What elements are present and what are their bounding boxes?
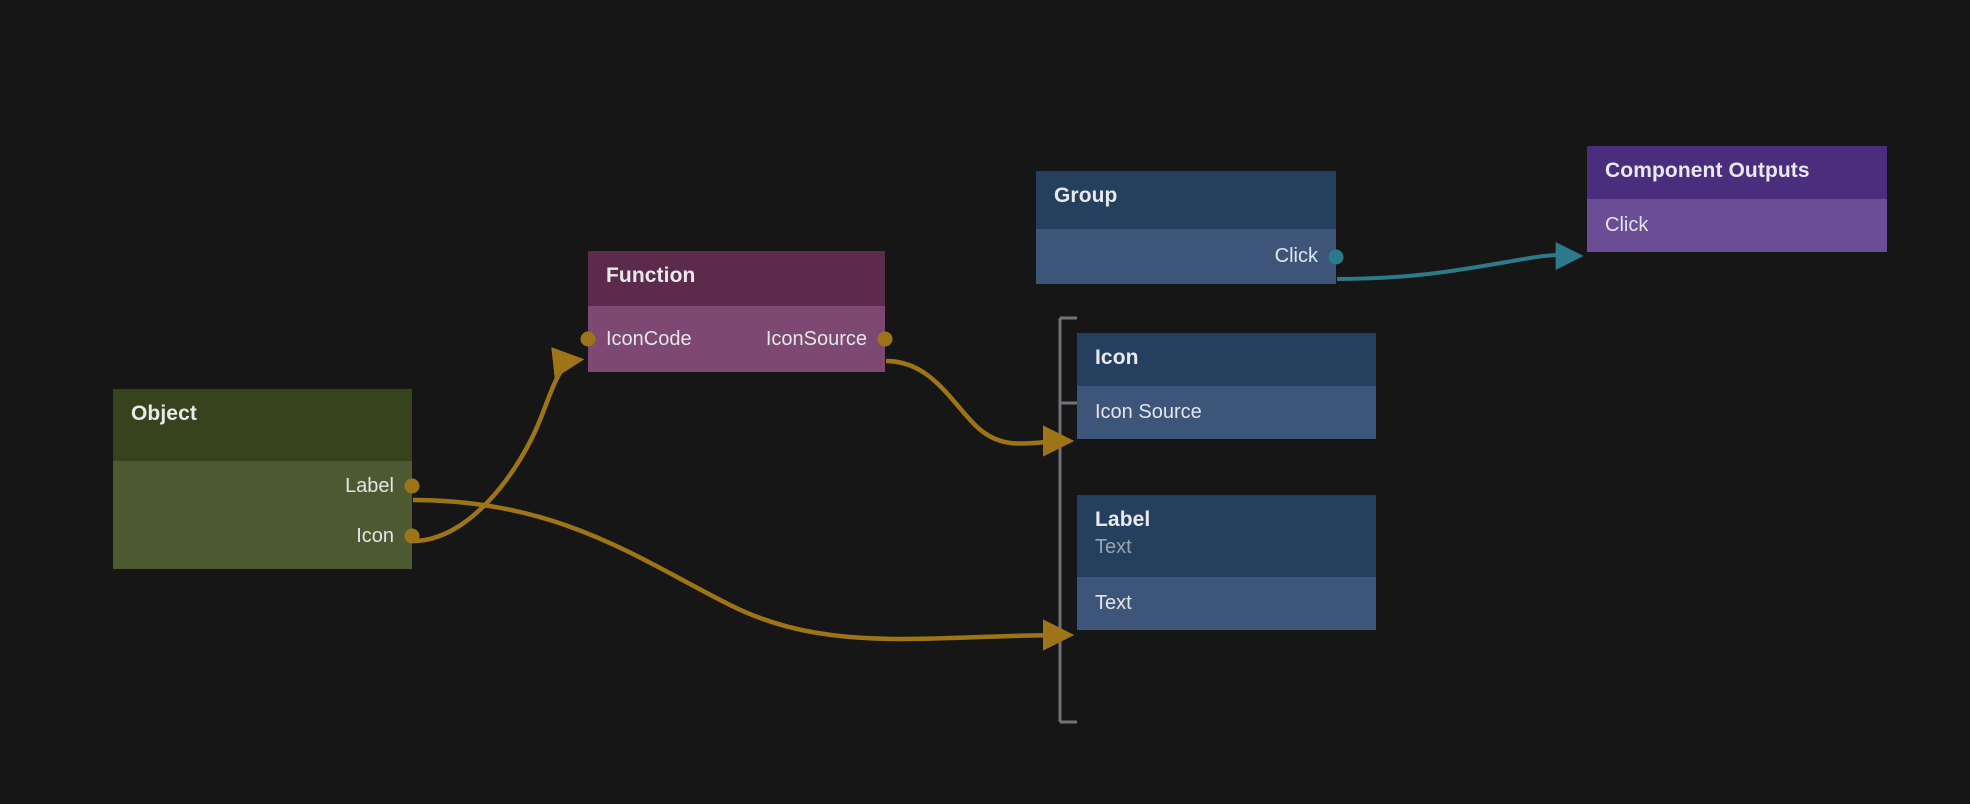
node-icon[interactable]: Icon Icon Source — [1077, 333, 1376, 439]
node-label-body: Text — [1077, 577, 1376, 630]
group-child-tree-bracket — [1058, 316, 1077, 724]
node-function-body: IconCode IconSource — [580, 306, 893, 372]
node-function[interactable]: Function IconCode IconSource — [580, 251, 893, 372]
node-group[interactable]: Group Click — [1036, 171, 1344, 284]
node-component-outputs[interactable]: Component Outputs Click — [1587, 146, 1887, 252]
port-row-function-ports[interactable]: IconCode IconSource — [580, 306, 893, 372]
port-dot-object-label[interactable] — [404, 478, 420, 494]
port-row-icon-source[interactable]: Icon Source — [1077, 386, 1376, 439]
edge-function-iconsource-to-icon-source[interactable] — [885, 358, 1075, 457]
node-label-title: Label — [1095, 508, 1151, 531]
port-dot-function-iconcode[interactable] — [580, 331, 596, 347]
port-dot-object-icon[interactable] — [404, 528, 420, 544]
port-label-label-text: Text — [1095, 592, 1132, 614]
port-label-object-icon: Icon — [356, 524, 394, 547]
node-object-body: Label Icon — [113, 461, 420, 569]
port-dot-function-iconsource[interactable] — [877, 331, 893, 347]
node-icon-header: Icon — [1077, 333, 1376, 386]
node-label[interactable]: Label Text Text — [1077, 495, 1376, 630]
node-group-header: Group — [1036, 171, 1336, 229]
node-group-body: Click — [1036, 229, 1344, 284]
node-object-header: Object — [113, 389, 412, 461]
port-label-function-iconsource: IconSource — [765, 327, 867, 350]
port-label-outputs-click: Click — [1605, 214, 1649, 236]
node-label-header: Label Text — [1077, 495, 1376, 577]
port-label-group-click: Click — [1274, 245, 1318, 267]
node-component-outputs-body: Click — [1587, 199, 1887, 252]
edge-object-icon-to-function-iconcode[interactable] — [412, 347, 585, 544]
node-component-outputs-header: Component Outputs — [1587, 146, 1887, 199]
node-object-title: Object — [131, 402, 197, 425]
node-component-outputs-title: Component Outputs — [1605, 159, 1810, 182]
port-row-label-text[interactable]: Text — [1077, 577, 1376, 630]
node-function-title: Function — [606, 264, 696, 287]
node-icon-body: Icon Source — [1077, 386, 1376, 439]
port-row-group-click[interactable]: Click — [1036, 229, 1344, 284]
node-label-subtitle: Text — [1095, 535, 1132, 558]
node-function-header: Function — [588, 251, 885, 306]
node-icon-title: Icon — [1095, 346, 1139, 369]
port-row-object-label[interactable]: Label — [113, 461, 420, 511]
port-label-object-label: Label — [345, 474, 394, 497]
port-dot-group-click[interactable] — [1328, 249, 1344, 265]
node-object[interactable]: Object Label Icon — [113, 389, 420, 569]
edge-group-click-to-outputs-click[interactable] — [1336, 241, 1584, 281]
port-label-function-iconcode: IconCode — [606, 327, 692, 350]
edge-object-label-to-label-text[interactable] — [412, 497, 1075, 651]
port-row-outputs-click[interactable]: Click — [1587, 199, 1887, 252]
port-label-icon-source: Icon Source — [1095, 401, 1202, 423]
port-row-object-icon[interactable]: Icon — [113, 511, 420, 561]
node-group-title: Group — [1054, 184, 1118, 207]
